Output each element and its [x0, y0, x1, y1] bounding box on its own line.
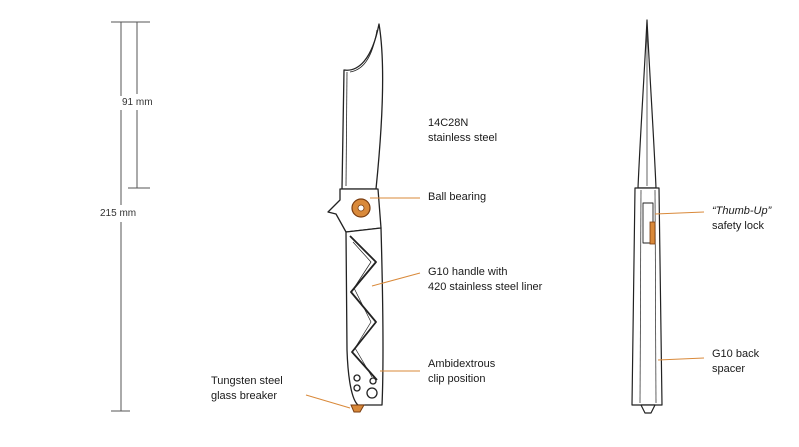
ball-bearing-center: [357, 204, 365, 212]
callout-clip-line1: Ambidextrous: [428, 358, 496, 370]
side-liner-left: [639, 189, 642, 404]
blade-grind: [349, 29, 378, 73]
callout-spacer: G10 back spacer: [712, 347, 759, 377]
callout-line-handle: [371, 272, 421, 287]
callout-handle-line2: 420 stainless steel liner: [428, 281, 543, 293]
callout-breaker-line1: Tungsten steel: [211, 375, 283, 387]
knife-side-view: [631, 19, 663, 414]
callout-bearing: Ball bearing: [428, 190, 486, 205]
callout-bearing-line1: Ball bearing: [428, 191, 487, 203]
knife-front-view: [327, 23, 384, 406]
handle-outline: [345, 227, 384, 406]
thumb-up-lock-mark: [649, 221, 656, 245]
callout-handle: G10 handle with 420 stainless steel line…: [428, 265, 542, 295]
clip-screw-4: [366, 387, 378, 399]
callout-lock-line1: “Thumb-Up”: [712, 205, 772, 217]
callout-lock-line2: safety lock: [712, 220, 764, 232]
dim-overall-length: 215 mm: [98, 207, 139, 221]
callout-steel-line2: stainless steel: [428, 132, 498, 144]
glass-breaker-mark: [350, 404, 365, 413]
callout-steel-line1: 14C28N: [428, 117, 469, 129]
handle-zigzag-inner: [352, 241, 373, 378]
blade-bevel: [345, 71, 348, 187]
dim-blade-length: 91 mm: [120, 96, 155, 110]
callout-clip-line2: clip position: [428, 373, 486, 385]
callout-clip: Ambidextrous clip position: [428, 357, 495, 387]
callout-line-lock: [654, 211, 705, 215]
side-tip: [640, 404, 656, 414]
clip-screw-3: [369, 377, 377, 385]
clip-screw-2: [353, 384, 361, 392]
callout-spacer-line1: G10 back: [712, 348, 760, 360]
callout-lines: [305, 197, 705, 409]
callout-handle-line1: G10 handle with: [428, 266, 508, 278]
blade-outline: [341, 23, 384, 190]
clip-screw-1: [353, 374, 361, 382]
callout-line-spacer: [657, 357, 705, 361]
dimension-lines: [111, 21, 150, 412]
callout-lock: “Thumb-Up” safety lock: [712, 204, 771, 234]
callout-breaker: Tungsten steel glass breaker: [211, 374, 283, 404]
callout-line-breaker: [305, 394, 351, 409]
callout-steel: 14C28N stainless steel: [428, 116, 497, 146]
callout-breaker-line2: glass breaker: [211, 390, 278, 402]
callout-spacer-line2: spacer: [712, 363, 746, 375]
